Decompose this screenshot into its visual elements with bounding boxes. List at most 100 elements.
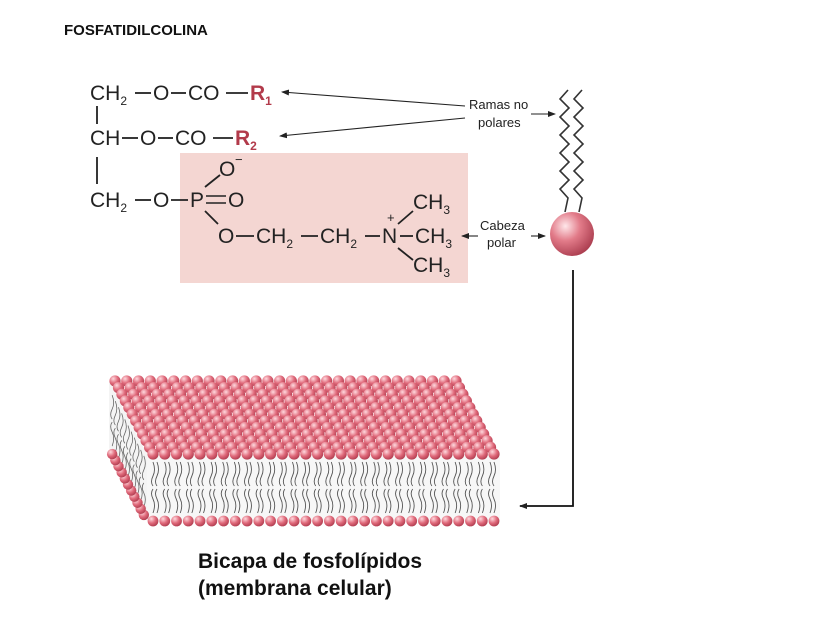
head-bottom [382, 515, 394, 527]
tail-lower [155, 488, 159, 514]
tail-lower [457, 488, 462, 514]
head-top [441, 448, 453, 460]
tail-side [141, 482, 146, 508]
tail-upper [360, 461, 365, 487]
tail-lower [178, 488, 183, 514]
tail-upper [294, 461, 299, 487]
head-bottom [159, 515, 171, 527]
head-bottom [441, 515, 453, 527]
tail-upper [371, 461, 376, 487]
tail-upper [329, 461, 334, 487]
tail-side [132, 437, 137, 462]
tail-upper [244, 461, 248, 487]
tail-side [135, 443, 140, 468]
head-top [288, 448, 300, 460]
tail-lower [151, 488, 155, 514]
tail-upper [224, 461, 229, 487]
head-bottom [453, 515, 465, 527]
tail-lower [352, 488, 357, 514]
tail-lower [213, 488, 218, 514]
tail-lower [201, 488, 206, 514]
tail-upper [445, 461, 450, 487]
tail-side [141, 455, 146, 481]
tail-lower [313, 488, 318, 514]
tail-upper [236, 461, 241, 487]
head-top [312, 448, 324, 460]
svg-text:polar: polar [487, 235, 517, 250]
label-polar-head: Cabeza polar [480, 218, 526, 250]
tail-upper [433, 461, 438, 487]
svg-text:O: O [153, 189, 169, 212]
tail-side [110, 394, 115, 420]
tail-upper [201, 461, 206, 487]
tail-side [113, 427, 118, 453]
head-bottom [288, 515, 300, 527]
arrow-to-r1 [281, 89, 466, 107]
tail-upper [464, 461, 469, 487]
tail-lower [278, 488, 283, 514]
tail-upper [232, 461, 237, 487]
tail-side [122, 446, 127, 471]
tail-lower [267, 488, 272, 514]
page-title: FOSFATIDILCOLINA [64, 22, 208, 39]
tail-lower [418, 488, 423, 514]
head-top [394, 448, 406, 460]
tail-upper [468, 461, 473, 487]
head-top [206, 448, 218, 460]
tail-upper [271, 461, 276, 487]
tail-lower [271, 488, 276, 514]
head-bottom [253, 515, 265, 527]
svg-text:O: O [228, 189, 244, 212]
head-bottom [429, 515, 441, 527]
head-bottom [465, 515, 476, 527]
tail-lower [441, 488, 446, 514]
tail-lower [166, 488, 171, 514]
tail-upper [282, 461, 287, 487]
tail-lower [422, 488, 427, 514]
tail-lower [282, 488, 287, 514]
tail-lower [329, 488, 334, 514]
svg-text:R2: R2 [235, 127, 257, 153]
tail-side [113, 401, 118, 426]
head-bottom [359, 515, 371, 527]
tail-upper [348, 461, 353, 487]
tail-lower [453, 488, 458, 514]
tail-lower [189, 488, 194, 514]
phospholipid-schematic [550, 89, 594, 256]
head-bottom [218, 515, 229, 527]
tail-lower [340, 488, 345, 514]
head-bottom [312, 515, 324, 527]
tail-side [129, 431, 134, 456]
head-top [194, 448, 206, 460]
tail-side [126, 452, 130, 477]
tail-upper [166, 461, 171, 487]
tail-lower [317, 488, 322, 514]
tail-upper [155, 461, 159, 487]
tail-lower [406, 488, 411, 514]
tail-upper [302, 461, 307, 487]
tail-upper [383, 461, 388, 487]
svg-text:−: − [235, 152, 243, 167]
formula-row-2: CH O CO R2 [90, 127, 257, 153]
tail-upper [325, 461, 330, 487]
svg-text:O: O [140, 127, 156, 150]
tail-lower [185, 488, 190, 514]
svg-text:Ramas no: Ramas no [469, 97, 528, 112]
svg-text:P: P [190, 189, 204, 212]
svg-text:CH3: CH3 [415, 225, 452, 251]
caption-line-1: Bicapa de fosfolípidos [198, 550, 423, 573]
head-top [335, 448, 347, 460]
tail-upper [422, 461, 427, 487]
tail-lower [480, 488, 485, 514]
tail-upper [441, 461, 446, 487]
tail-lower [433, 488, 438, 514]
tail-lower [174, 488, 179, 514]
head-top [147, 448, 159, 460]
tail-side [138, 449, 143, 475]
svg-text:CH3: CH3 [413, 191, 450, 217]
bilayer-front-face [147, 454, 500, 521]
tail-lower [255, 488, 260, 514]
tail-upper [151, 461, 155, 487]
svg-text:N: N [382, 225, 397, 248]
tail-right [572, 89, 585, 213]
